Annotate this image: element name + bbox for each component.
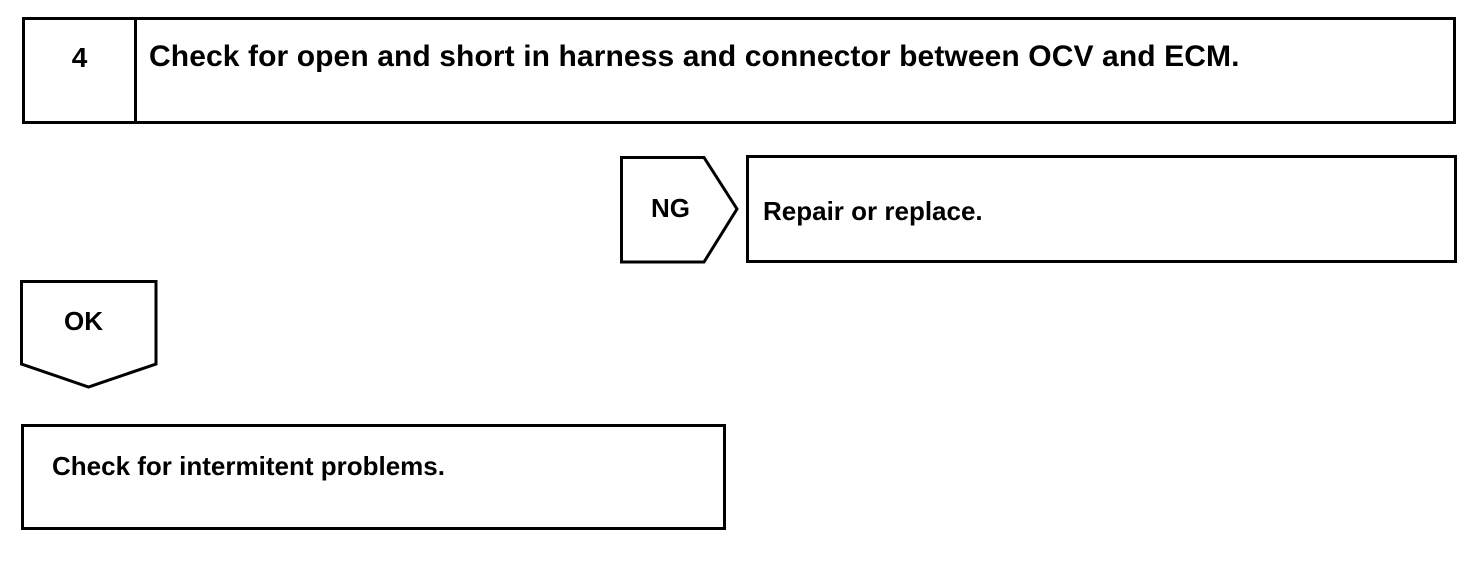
step-title: Check for open and short in harness and … — [149, 40, 1240, 73]
ng-label: NG — [651, 193, 690, 223]
ok-result-text: Check for intermitent problems. — [52, 451, 445, 481]
ng-result-text: Repair or replace. — [763, 196, 983, 226]
ok-result-box: Check for intermitent problems. — [21, 424, 726, 530]
ok-arrow-shape — [20, 280, 158, 389]
ng-result-box: Repair or replace. — [746, 155, 1457, 263]
ng-arrow-shape — [620, 156, 739, 264]
step-4-box: 4 Check for open and short in harness an… — [22, 17, 1456, 124]
step-number: 4 — [25, 20, 137, 121]
ok-label: OK — [64, 306, 103, 336]
